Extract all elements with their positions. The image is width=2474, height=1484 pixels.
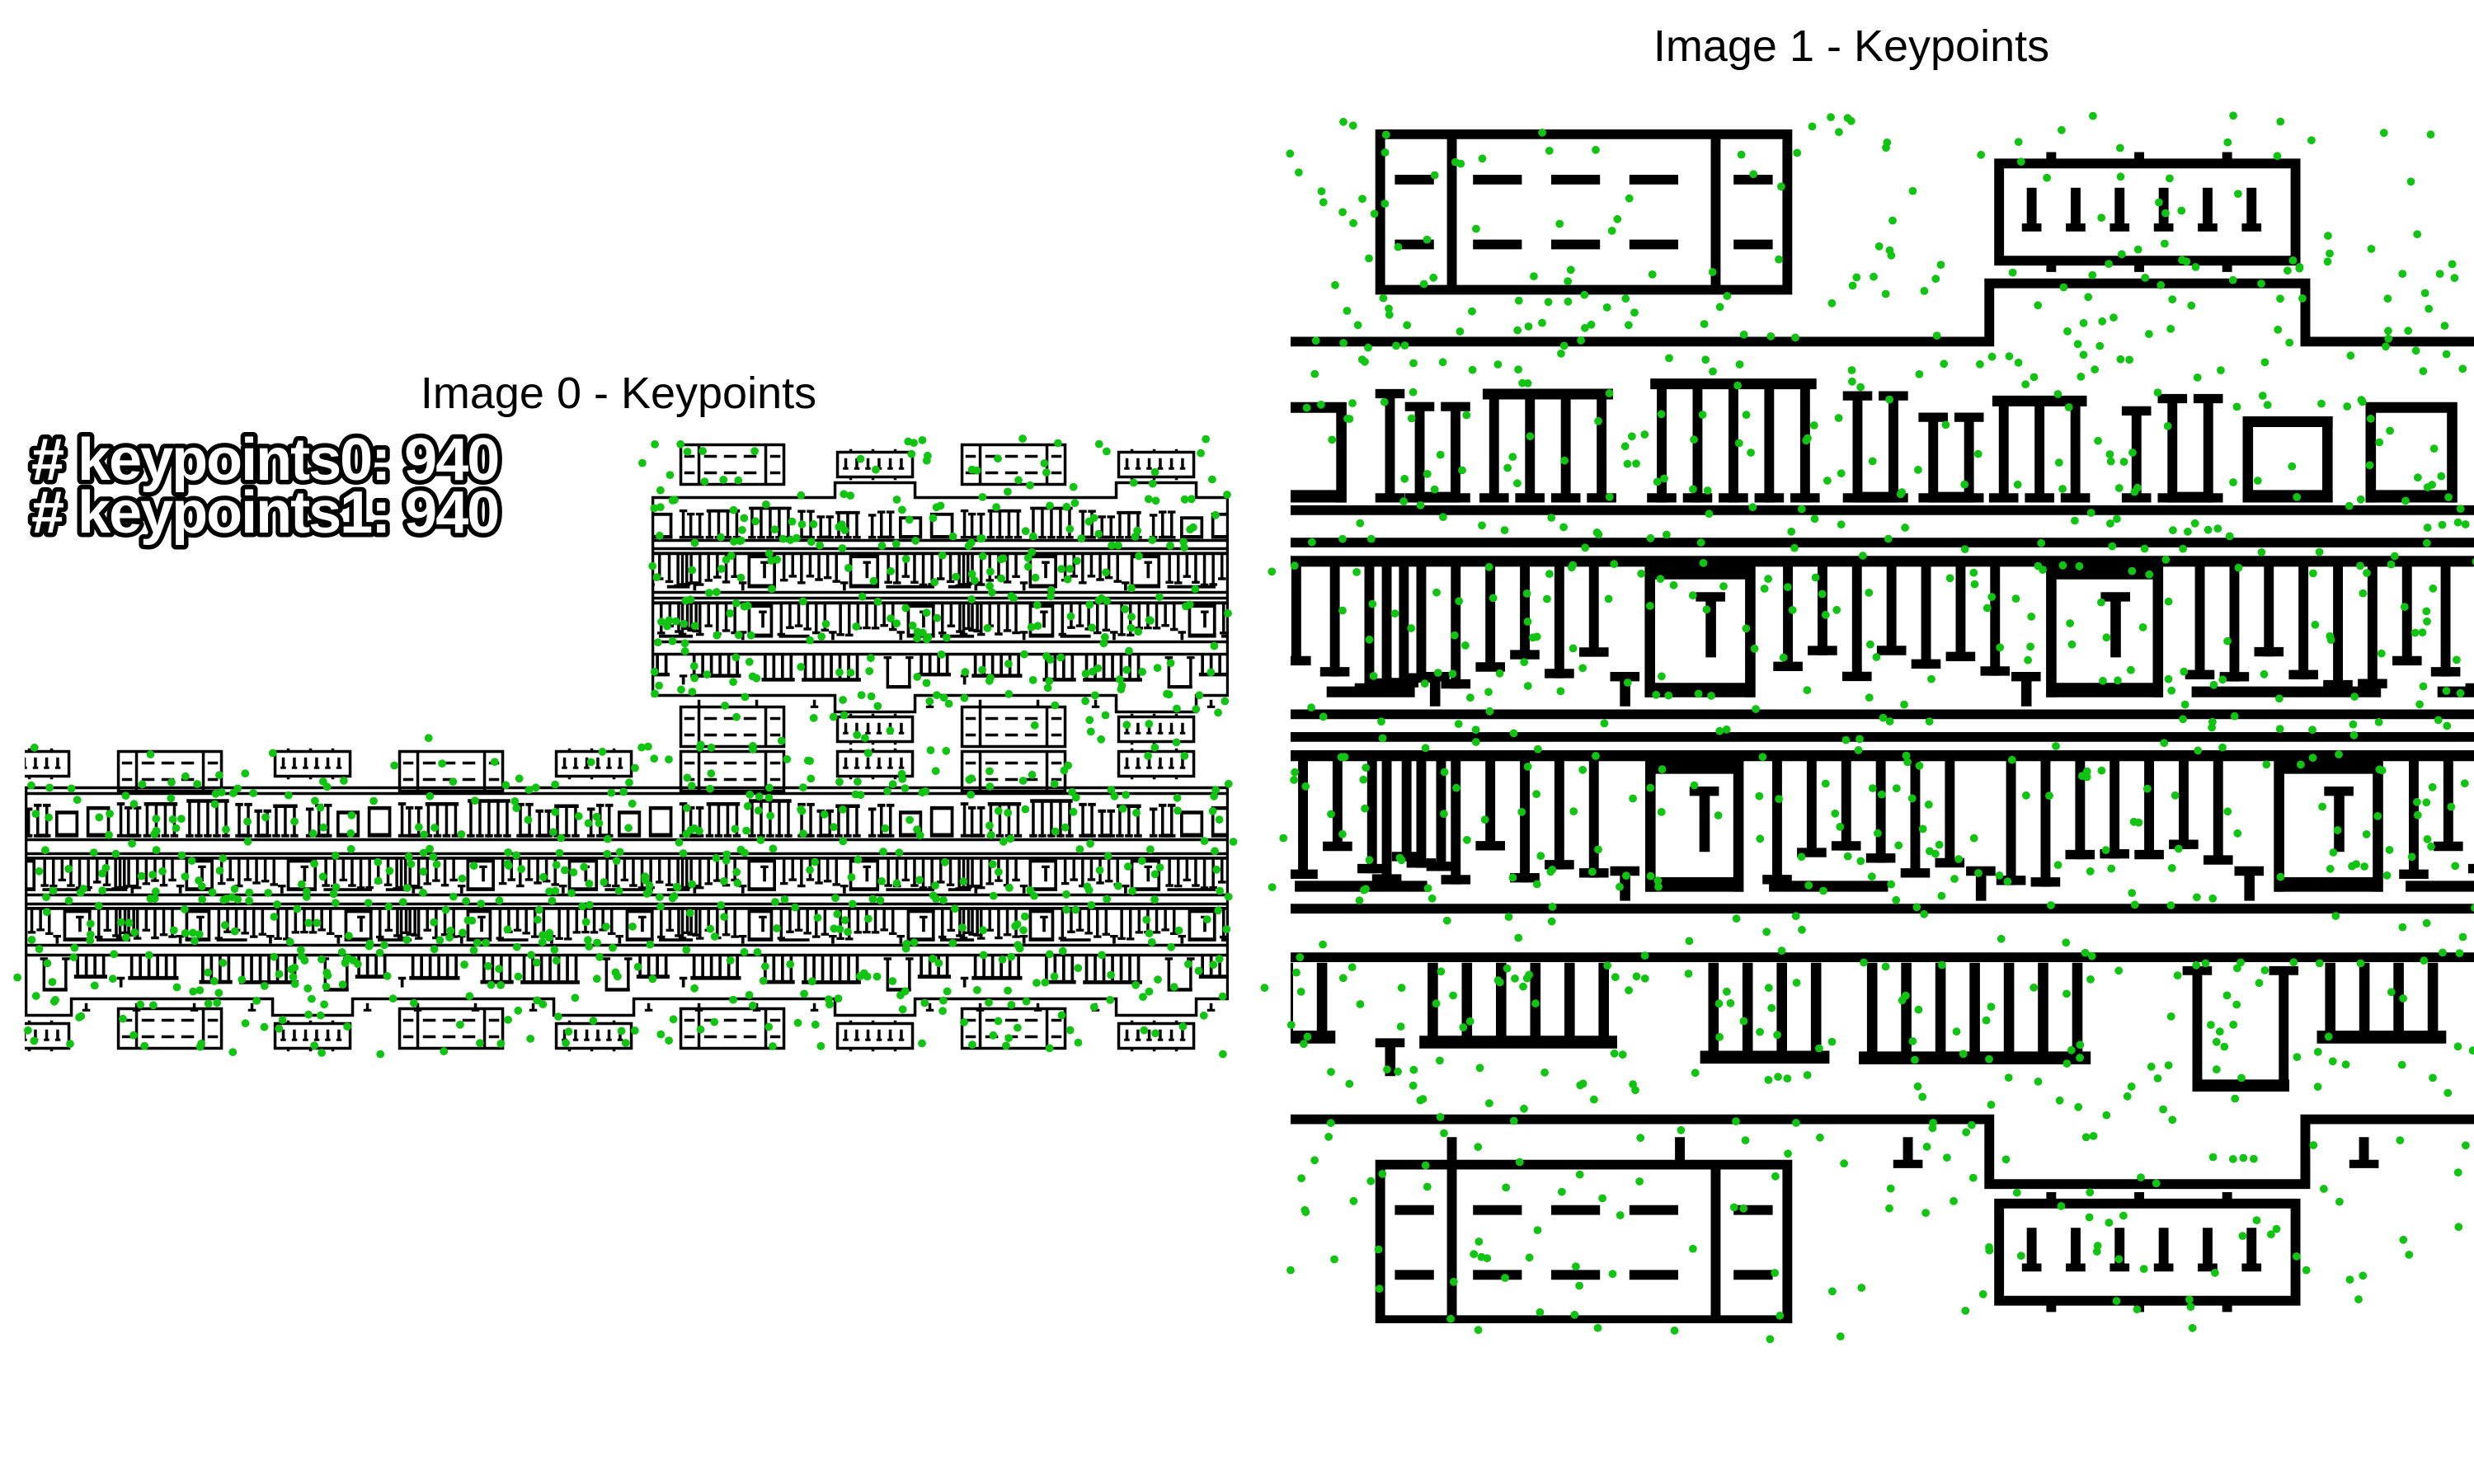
svg-text:Image 0 - Keypoints: Image 0 - Keypoints (421, 369, 816, 418)
svg-text:# keypoints0: 940: # keypoints0: 940 (31, 427, 498, 493)
svg-text:# keypoints1: 940: # keypoints1: 940 (31, 480, 498, 546)
svg-text:Image 1 - Keypoints: Image 1 - Keypoints (1653, 21, 2049, 71)
